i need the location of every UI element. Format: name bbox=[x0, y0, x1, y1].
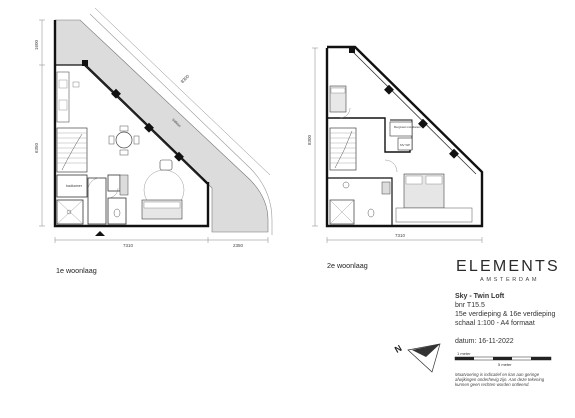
room-label-bathroom: badkamer bbox=[66, 184, 83, 188]
project-scale: schaal 1:100 - A4 formaat bbox=[455, 320, 535, 327]
project-bnr: bnr T15.5 bbox=[455, 302, 485, 309]
dim-plan1-bottom-right: 2350 bbox=[233, 243, 244, 248]
project-floors: 15e verdieping & 16e verdieping bbox=[455, 311, 556, 318]
room-label-installations: Bergkast installaties bbox=[394, 125, 421, 129]
project-date: datum: 16-11-2022 bbox=[455, 338, 514, 345]
brand-city: AMSTERDAM bbox=[480, 277, 540, 283]
scale-label-5m: 5 meter bbox=[498, 362, 512, 367]
scale-bar: 1 meter 5 meter bbox=[454, 351, 552, 367]
bathroom bbox=[56, 174, 88, 198]
dim-plan1-top-left: 1600 bbox=[34, 39, 39, 50]
closet-installations bbox=[389, 121, 413, 137]
dining-table bbox=[115, 131, 133, 149]
brand-logo: ELEMENTS bbox=[456, 258, 560, 275]
disclaimer: Maatvoering is indicatief en kan aan ger… bbox=[455, 372, 545, 387]
north-letter: N bbox=[393, 343, 404, 355]
terrace-outline bbox=[89, 13, 273, 235]
plan-1e-woonlaag: 1600 6350 8300 7310 2350 balkon badkamer bbox=[34, 7, 273, 248]
caption-2e-woonlaag: 2e woonlaag bbox=[327, 261, 368, 270]
caption-1e-woonlaag: 1e woonlaag bbox=[56, 266, 97, 275]
kitchen-counter bbox=[56, 71, 70, 123]
north-arrow: N bbox=[393, 343, 441, 373]
staircase bbox=[56, 127, 88, 173]
scale-label-1m: 1 meter bbox=[457, 351, 471, 356]
dim-plan2-left: 8300 bbox=[307, 134, 312, 145]
dim-plan1-diagonal: 8300 bbox=[180, 73, 191, 84]
dim-plan1-left: 6350 bbox=[34, 142, 39, 153]
dim-plan1-bottom: 7310 bbox=[123, 243, 134, 248]
project-title: Sky - Twin Loft bbox=[455, 293, 505, 300]
plan-2e-woonlaag: 8300 7310 Bergkast installaties MV WP bbox=[307, 45, 484, 243]
room-label-balcony: balkon bbox=[171, 118, 181, 128]
room-label-mv-wp: MV WP bbox=[400, 143, 410, 147]
terrace-area bbox=[54, 19, 269, 233]
dim-plan2-bottom: 7310 bbox=[395, 233, 406, 238]
info-block: Sky - Twin Loft bnr T15.5 15e verdieping… bbox=[455, 292, 555, 328]
plan2-staircase bbox=[329, 127, 357, 171]
closet-mv-wp bbox=[397, 137, 413, 151]
